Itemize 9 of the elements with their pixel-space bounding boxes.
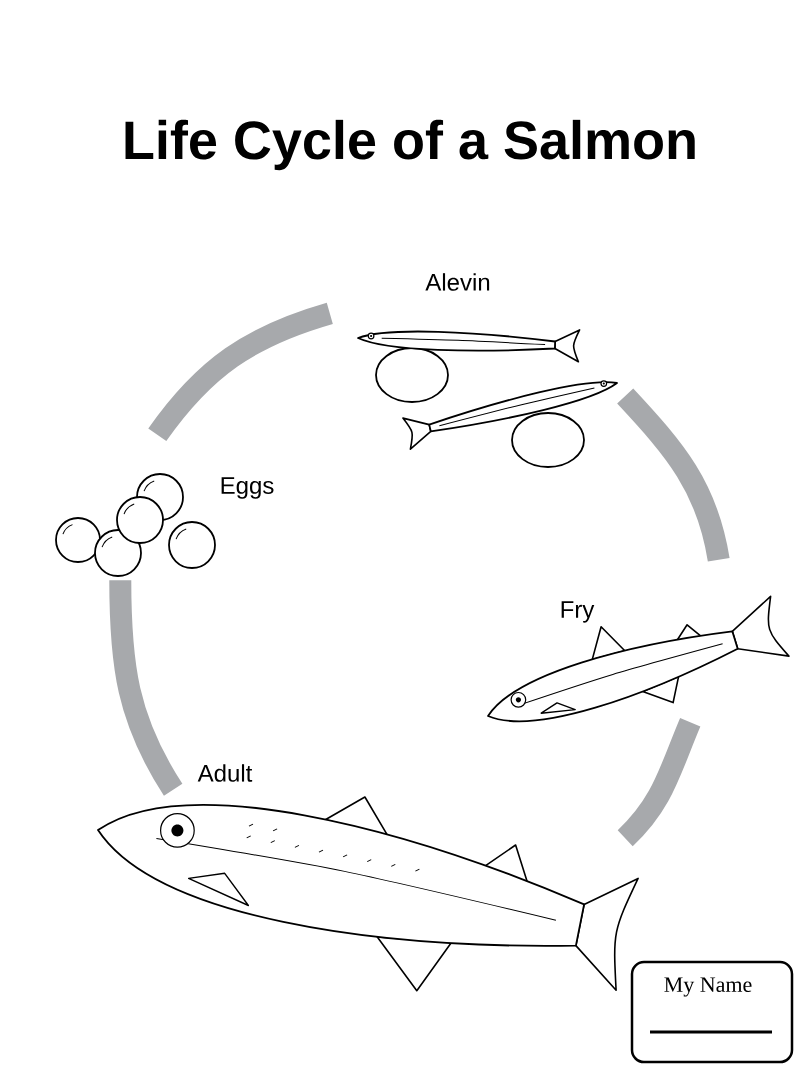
title: Life Cycle of a Salmon [125,119,695,171]
cycle-arc [617,718,701,847]
cycle-arc [109,580,183,796]
stage-label: Alevin [425,273,490,291]
stage-label: Eggs [221,477,274,499]
name-box: My Name [630,960,794,1064]
cycle-arc [148,302,334,442]
stage-label: Fry [561,601,595,623]
stage-label: Adult [197,764,253,782]
